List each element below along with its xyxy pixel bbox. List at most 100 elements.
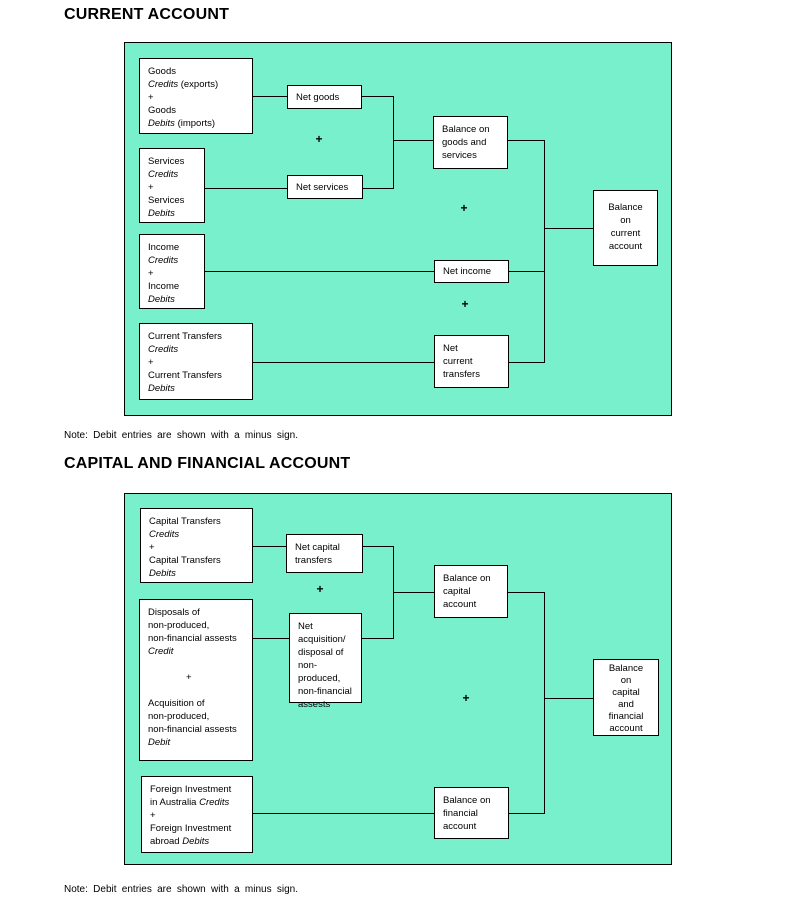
connector-line bbox=[205, 271, 434, 272]
connector-line bbox=[362, 96, 394, 97]
box-line: Foreign Investment bbox=[150, 823, 232, 834]
box-line: Debits (imports) bbox=[148, 118, 216, 129]
box-line: non-financial assests bbox=[148, 724, 237, 735]
box-balance-financial-account: Balance on financial account bbox=[434, 787, 509, 839]
box-line: Net income bbox=[443, 266, 492, 277]
box-line: Services bbox=[148, 195, 185, 206]
connector-line bbox=[544, 140, 545, 363]
box-line: Goods bbox=[148, 105, 176, 116]
connector-line bbox=[509, 813, 544, 814]
box-line: capital bbox=[443, 586, 471, 597]
box-net-services: Net services bbox=[287, 175, 363, 199]
box-line: Foreign Investment bbox=[150, 784, 232, 795]
box-line: non-financial assests bbox=[148, 633, 237, 644]
box-line: current bbox=[443, 356, 473, 367]
box-line: Income bbox=[148, 242, 180, 253]
box-line: Debits bbox=[148, 208, 175, 219]
connector-line bbox=[253, 638, 289, 639]
box-line: + bbox=[150, 810, 156, 821]
connector-line bbox=[544, 228, 593, 229]
box-line: Balance on bbox=[443, 795, 491, 806]
box-line: Goods bbox=[148, 66, 176, 77]
box-line: Income bbox=[148, 281, 180, 292]
box-line: Debit bbox=[148, 737, 171, 748]
box-line: and bbox=[618, 699, 634, 710]
box-line: transfers bbox=[443, 369, 480, 380]
connector-line bbox=[508, 592, 544, 593]
box-line: + bbox=[149, 542, 155, 553]
box-net-income: Net income bbox=[434, 260, 509, 283]
box-line: Net goods bbox=[296, 91, 340, 103]
connector-line bbox=[362, 638, 394, 639]
box-line: account bbox=[443, 821, 477, 832]
box-line: non-produced, bbox=[148, 711, 210, 722]
connector-line bbox=[363, 188, 394, 189]
box-line: Acquisition of bbox=[148, 698, 205, 709]
connector-line bbox=[509, 271, 544, 272]
box-line: Net capital bbox=[295, 542, 340, 553]
connector-line bbox=[253, 546, 286, 547]
connector-line bbox=[393, 96, 394, 189]
connector-line bbox=[205, 188, 287, 189]
box-line: Debits bbox=[149, 568, 176, 579]
note-capital-financial-account: Note: Debit entries are shown with a min… bbox=[64, 884, 298, 895]
box-line: account bbox=[443, 599, 477, 610]
connector-line bbox=[509, 362, 544, 363]
note-current-account: Note: Debit entries are shown with a min… bbox=[64, 430, 298, 441]
plus-sign: + bbox=[462, 691, 470, 705]
box-line: Current Transfers bbox=[148, 331, 222, 342]
box-line: transfers bbox=[295, 555, 332, 566]
box-line: financial bbox=[443, 808, 478, 819]
box-line: Balance on bbox=[442, 124, 490, 135]
box-line: + bbox=[148, 92, 154, 103]
box-line: acquisition/ bbox=[298, 634, 346, 645]
section-title-capital-financial-account: CAPITAL AND FINANCIAL ACCOUNT bbox=[64, 455, 351, 472]
box-line: + bbox=[148, 182, 154, 193]
box-line: Services bbox=[148, 156, 185, 167]
box-line: Credit bbox=[148, 646, 174, 657]
box-line: Credits bbox=[149, 529, 180, 540]
box-line: + bbox=[148, 268, 154, 279]
box-line: Credits bbox=[148, 344, 179, 355]
connector-line bbox=[508, 140, 544, 141]
connector-line bbox=[363, 546, 394, 547]
box-line: non-financial bbox=[298, 686, 352, 697]
plus-sign: + bbox=[315, 132, 323, 146]
box-line: financial bbox=[608, 711, 644, 722]
box-line: services bbox=[442, 150, 477, 161]
box-line: + bbox=[148, 357, 154, 368]
box-line: account bbox=[609, 723, 643, 734]
connector-line bbox=[544, 592, 545, 814]
box-line: abroad Debits bbox=[150, 836, 210, 847]
connector-line bbox=[393, 592, 434, 593]
box-line: non-produced, bbox=[298, 660, 341, 684]
box-line: account bbox=[608, 241, 643, 252]
box-line: Credits bbox=[148, 169, 179, 180]
box-line: Net services bbox=[296, 181, 349, 193]
box-net-goods: Net goods bbox=[287, 85, 362, 109]
box-line: capital bbox=[612, 687, 640, 698]
box-net-capital-transfers: Net capital transfers bbox=[286, 534, 363, 573]
box-line: Capital Transfers bbox=[149, 555, 221, 566]
box-line: current bbox=[610, 228, 641, 239]
box-line: assests bbox=[298, 699, 331, 710]
section-title-current-account: CURRENT ACCOUNT bbox=[64, 6, 230, 23]
box-line: Balance bbox=[608, 663, 644, 674]
connector-line bbox=[253, 96, 287, 97]
box-line: Capital Transfers bbox=[149, 516, 221, 527]
